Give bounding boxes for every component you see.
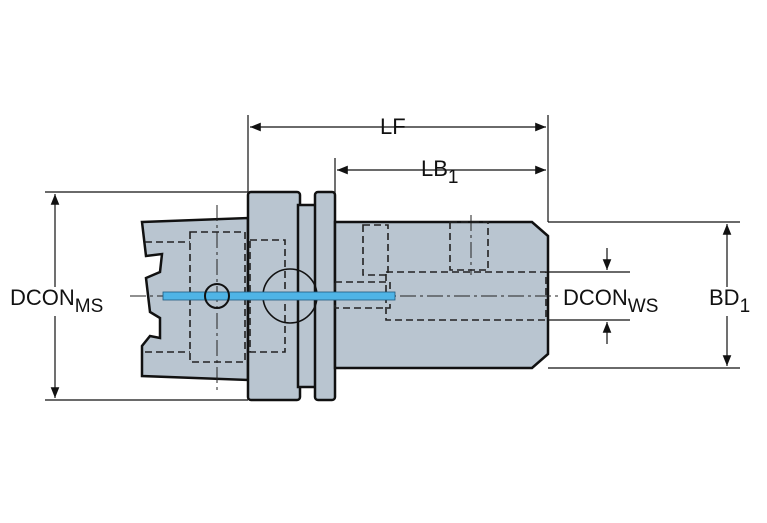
coolant-channel <box>162 291 396 301</box>
lf-label: LF <box>380 114 406 139</box>
extension-lines <box>45 115 740 401</box>
coolant-port <box>204 283 230 309</box>
dcon-ms-label: DCONMS <box>10 285 104 317</box>
bd1-label: BD1 <box>709 285 751 317</box>
lb1-label: LB1 <box>421 156 459 188</box>
dcon-ws-label: DCONWS <box>563 285 659 317</box>
